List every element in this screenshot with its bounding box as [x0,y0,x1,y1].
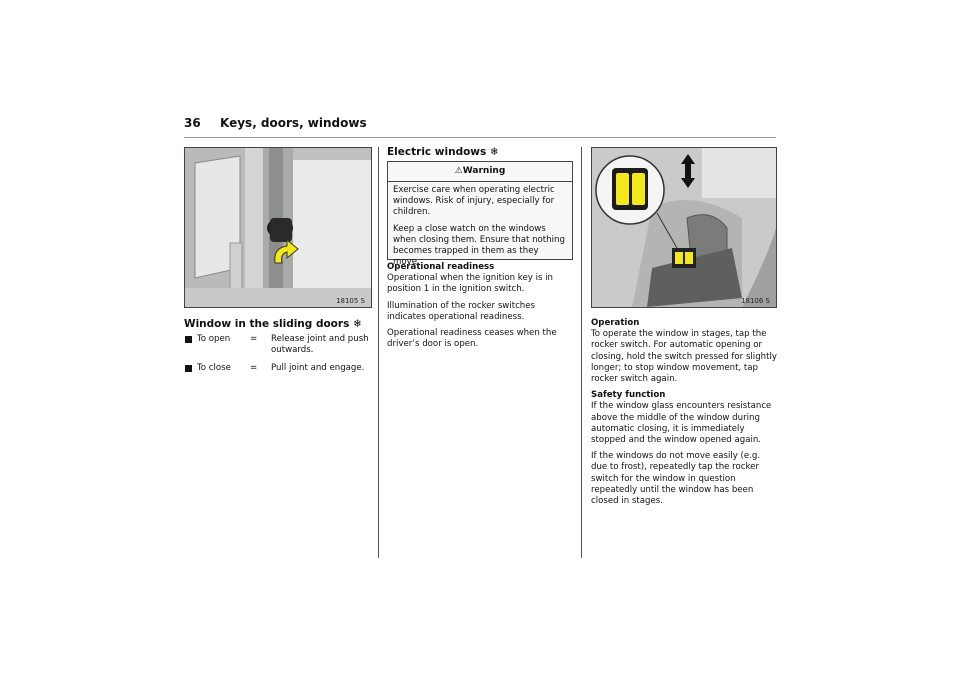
step-row-open: To open = Release joint and push outward… [184,334,374,356]
figure-label-left: 18105 S [336,297,365,305]
step-term: To open [197,334,231,344]
readiness-paragraph: Operational when the ignition key is in … [387,273,554,295]
safety-text: If the window glass encounters resistanc… [591,401,772,446]
readiness-paragraph: Operational readiness ceases when the dr… [387,328,557,350]
warning-paragraph: Exercise care when operating electric wi… [393,185,555,218]
step-separator: = [250,363,258,374]
electric-windows-heading: Electric windows ❄ [387,146,499,158]
page-number: 36 [184,116,201,130]
sliding-window-heading: Window in the sliding doors ❄ [184,318,362,330]
bullet-square-icon [185,336,192,343]
step-description: Release joint and push outwards. [271,334,369,356]
snowflake-icon: ❄ [352,318,362,330]
bullet-square-icon [185,365,192,373]
column-divider-right [581,147,582,558]
readiness-heading: Operational readiness [387,262,495,272]
warning-paragraph: Keep a close watch on the windows when c… [393,223,565,268]
warning-box: ⚠Warning Exercise care when operating el… [387,161,573,267]
operational-readiness-section: Operational readiness Operational when t… [387,262,571,355]
step-row-close: To close = Pull joint and engage. [184,363,374,374]
figure-label-right: 18106 S [741,297,770,305]
header-rule [184,137,776,138]
step-term: To close [197,363,231,374]
snowflake-icon: ❄ [489,146,499,158]
warning-body: Exercise care when operating electric wi… [388,182,572,276]
step-separator: = [250,334,258,344]
operation-section: Operation To operate the window in stage… [591,318,779,512]
sliding-door-window-photo: 18105 S [184,147,372,308]
door-panel-illustration [592,148,776,307]
warning-icon: ⚠ [454,166,463,176]
operation-text: To operate the window in stages, tap the… [591,329,777,385]
safety-heading: Safety function [591,390,666,401]
warning-title: Warning [462,166,506,176]
frost-text: If the windows do not move easily (e.g. … [591,451,761,507]
operation-heading: Operation [591,318,640,328]
sliding-door-illustration [185,148,371,307]
step-description: Pull joint and engage. [271,363,365,374]
column-divider-left [378,147,379,558]
chapter-title: Keys, doors, windows [220,116,367,130]
warning-header: ⚠Warning [388,162,572,182]
door-panel-switch-photo: 18106 S [591,147,777,308]
sliding-window-steps: To open = Release joint and push outward… [184,334,374,375]
readiness-paragraph: Illumination of the rocker switches indi… [387,300,536,322]
